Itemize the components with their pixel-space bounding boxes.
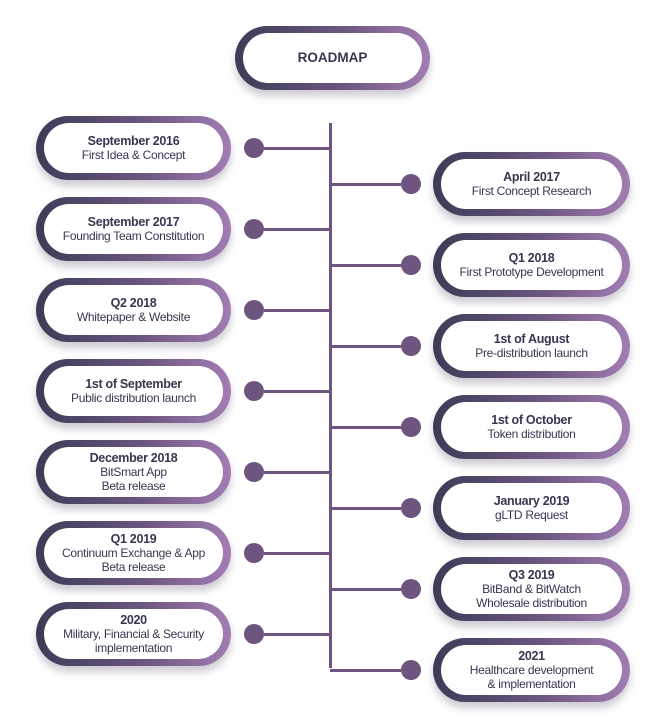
timeline-connector (264, 470, 330, 474)
milestone-description: First Idea & Concept (81, 148, 186, 162)
timeline-connector (264, 146, 330, 150)
milestone-description: BitBand & BitWatch (482, 582, 581, 596)
milestone-date: September 2016 (87, 134, 180, 148)
timeline-dot (244, 624, 264, 644)
timeline-spine (329, 123, 332, 668)
timeline-dot (401, 417, 421, 437)
milestone-description: Whitepaper & Website (76, 310, 191, 324)
milestone-description: Token distribution (487, 427, 576, 441)
timeline-dot (401, 174, 421, 194)
timeline-dot (244, 543, 264, 563)
milestone-description: Beta release (101, 479, 166, 493)
milestone-description: gLTD Request (495, 508, 568, 522)
timeline-connector (330, 182, 401, 186)
milestone-date: Q1 2019 (110, 532, 157, 546)
milestone-date: 1st of August (493, 332, 570, 346)
timeline-connector (330, 506, 401, 510)
milestone-date: 1st of October (491, 413, 572, 427)
timeline-connector (330, 425, 401, 429)
timeline-connector (264, 551, 330, 555)
timeline-connector (330, 344, 401, 348)
milestone-description: Military, Financial & Security (63, 627, 204, 641)
timeline-dot (401, 498, 421, 518)
timeline-connector (330, 668, 401, 672)
timeline-dot (401, 579, 421, 599)
timeline-connector (264, 389, 330, 393)
milestone-description: Founding Team Constitution (62, 229, 205, 243)
timeline-dot (244, 219, 264, 239)
timeline-connector (264, 632, 330, 636)
roadmap-title-pill: ROADMAP (235, 26, 430, 90)
milestone-date: April 2017 (503, 170, 560, 184)
milestone-description: BitSmart App (100, 465, 167, 479)
timeline-dot (401, 336, 421, 356)
timeline-connector (264, 308, 330, 312)
roadmap-title: ROADMAP (297, 50, 368, 65)
timeline-dot (401, 660, 421, 680)
milestone-date: 1st of September (85, 377, 182, 391)
milestone-date: 2021 (518, 649, 545, 663)
milestone-description: Pre-distribution launch (475, 346, 588, 360)
milestone-date: Q3 2019 (508, 568, 555, 582)
timeline-connector (330, 263, 401, 267)
milestone-description: implementation (94, 641, 173, 655)
milestone-description: First Concept Research (471, 184, 592, 198)
milestone-date: Q1 2018 (508, 251, 555, 265)
timeline-connector (264, 227, 330, 231)
milestone-description: First Prototype Development (459, 265, 604, 279)
roadmap-title-inner: ROADMAP (243, 33, 422, 83)
milestone-date: Q2 2018 (110, 296, 157, 310)
timeline-dot (244, 462, 264, 482)
milestone-date: September 2017 (87, 215, 180, 229)
milestone-description: Continuum Exchange & App (62, 546, 205, 560)
milestone-description: Public distribution launch (71, 391, 196, 405)
timeline-dot (401, 255, 421, 275)
milestone-date: December 2018 (89, 451, 178, 465)
milestone-description: & implementation (487, 677, 576, 691)
timeline-dot (244, 138, 264, 158)
milestone-date: 2020 (120, 613, 147, 627)
milestone-description: Healthcare development (469, 663, 594, 677)
timeline-dot (244, 300, 264, 320)
timeline-dot (244, 381, 264, 401)
milestone-description: Beta release (101, 560, 166, 574)
timeline-connector (330, 587, 401, 591)
milestone-date: January 2019 (493, 494, 570, 508)
milestone-description: Wholesale distribution (476, 596, 587, 610)
